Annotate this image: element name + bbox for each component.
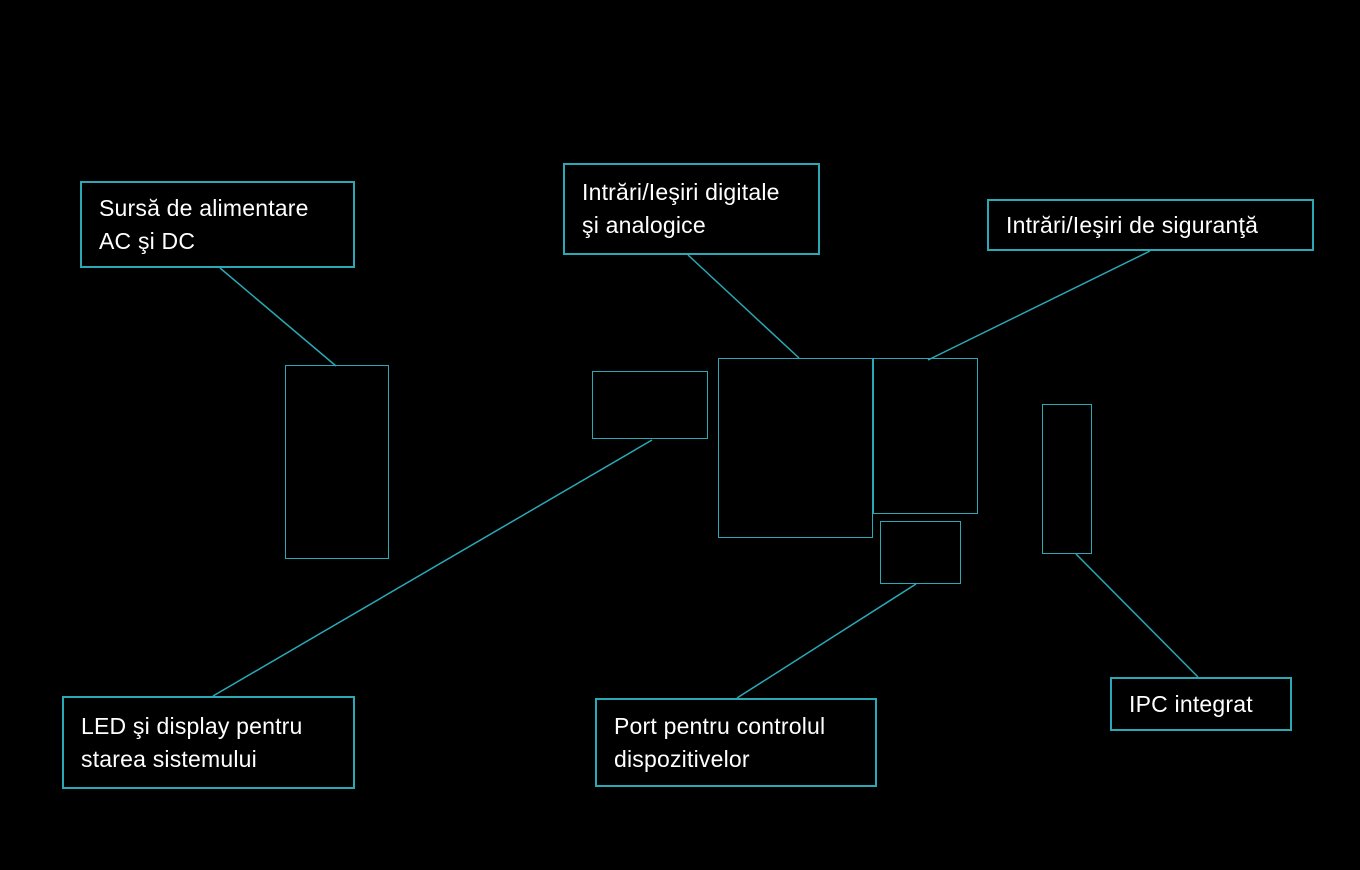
callout-line-power-supply xyxy=(219,267,337,367)
highlight-region-safety-io xyxy=(873,358,978,514)
label-led-display: LED şi display pentru starea sistemului xyxy=(62,696,355,789)
label-device-port: Port pentru controlul dispozitivelor xyxy=(595,698,877,787)
highlight-region-device-port xyxy=(880,521,961,584)
callout-line-safety-io xyxy=(927,250,1151,361)
label-device-port-text: Port pentru controlul dispozitivelor xyxy=(614,712,826,772)
highlight-region-power-supply xyxy=(285,365,389,559)
label-safety-io-text: Intrări/Ieşiri de siguranţă xyxy=(1006,211,1259,238)
label-power-supply: Sursă de alimentare AC şi DC xyxy=(80,181,355,268)
label-ipc-text: IPC integrat xyxy=(1129,690,1253,717)
callout-line-digital-io xyxy=(687,254,800,359)
label-ipc: IPC integrat xyxy=(1110,677,1292,731)
label-led-display-text: LED şi display pentru starea sistemului xyxy=(81,712,303,772)
label-digital-io-text: Intrări/Ieşiri digitale şi analogice xyxy=(582,179,780,238)
callout-line-ipc xyxy=(1075,553,1199,678)
label-safety-io: Intrări/Ieşiri de siguranţă xyxy=(987,199,1314,251)
callout-line-led-display xyxy=(212,439,653,697)
highlight-region-led-display xyxy=(592,371,708,439)
highlight-region-ipc xyxy=(1042,404,1092,554)
label-digital-io: Intrări/Ieşiri digitale şi analogice xyxy=(563,163,820,255)
highlight-region-digital-io xyxy=(718,358,873,538)
callout-line-device-port xyxy=(736,583,917,699)
label-power-supply-text: Sursă de alimentare AC şi DC xyxy=(99,194,309,254)
